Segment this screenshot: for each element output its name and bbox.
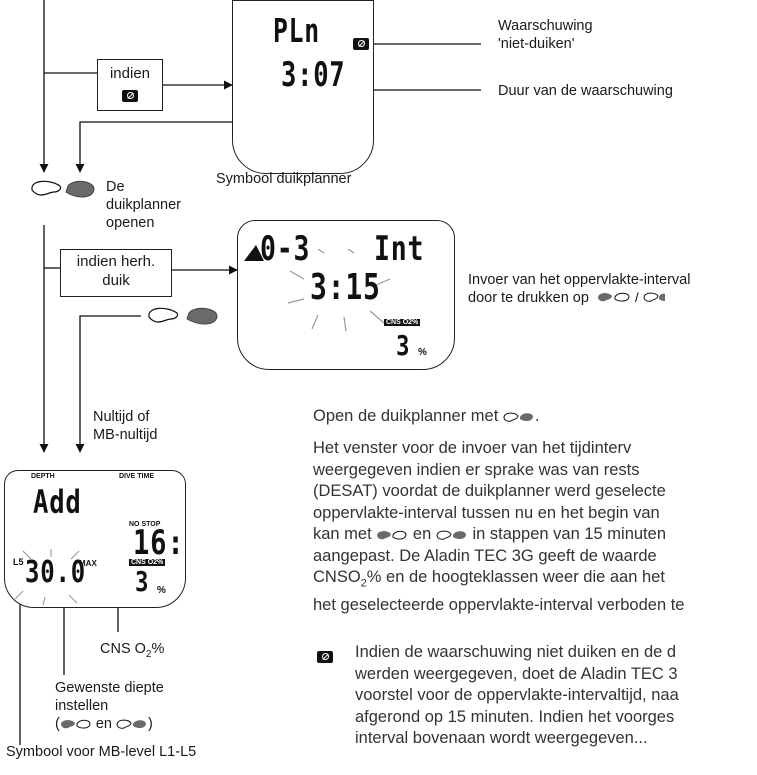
- right-button-icon: [187, 308, 217, 324]
- open-label-1: De: [106, 178, 125, 196]
- cns-value: 3: [396, 329, 410, 362]
- button-combo-icons: [503, 411, 535, 423]
- svg-text:/: /: [635, 291, 639, 305]
- mb-level-symbol-label: Symbool voor MB-level L1-L5: [6, 743, 196, 761]
- left-button-icon: [504, 413, 518, 421]
- left-button-icon: [32, 181, 61, 195]
- left-button-icon: [61, 720, 75, 728]
- desired-depth-2: instellen: [55, 697, 108, 715]
- surface-interval-note-2: door te drukken op /: [468, 289, 665, 307]
- desired-depth-3: ( en ): [55, 715, 153, 733]
- nultijd-label-1: Nultijd of: [93, 408, 149, 426]
- no-dive-icon: [122, 90, 138, 102]
- left-button-icon: [644, 293, 658, 301]
- condition-label: duik: [61, 272, 171, 289]
- right-button-icon: [615, 293, 629, 301]
- surface-interval-note-1: Invoer van het oppervlakte-interval: [468, 271, 690, 289]
- cns-label: CNS O2%: [100, 640, 164, 664]
- right-button-icon: [77, 720, 90, 728]
- add-mode: Add: [33, 483, 82, 521]
- planner-symbol-label: Symbool duikplanner: [216, 170, 351, 188]
- cns-value: 3: [135, 565, 149, 598]
- condition-box-nodive: indien: [97, 59, 163, 111]
- open-label-3: openen: [106, 214, 154, 232]
- body-paragraph: Het venster voor de invoer van het tijdi…: [313, 438, 757, 616]
- left-button-icon: [377, 531, 391, 539]
- left-button-icon: [598, 293, 612, 301]
- condition-label: indien herh.: [61, 253, 171, 270]
- right-button-icon: [133, 720, 146, 728]
- button-pair-open: [28, 176, 100, 204]
- right-button-icon: [393, 531, 406, 539]
- button-combo-icons: [116, 718, 148, 730]
- screen-add-dive: DEPTH DIVE TIME Add NO STOP 16: L5 30.0 …: [4, 470, 186, 608]
- dive-time-label: DIVE TIME: [119, 473, 154, 480]
- screen-surface-interval: 0-3 Int 3:15 CNS O2% 3 %: [237, 220, 455, 370]
- button-combo-icons: /: [597, 291, 665, 305]
- right-button-icon: [659, 294, 665, 301]
- condition-label: indien: [98, 65, 162, 82]
- open-label-2: duikplanner: [106, 196, 181, 214]
- warning-paragraph: Indien de waarschuwing niet duiken en de…: [355, 642, 757, 750]
- warning-label-1: Waarschuwing: [498, 17, 593, 35]
- left-button-icon: [437, 531, 451, 539]
- no-dive-icon: [317, 651, 333, 663]
- no-stop-value: 16:: [133, 523, 185, 563]
- button-combo-icons: [376, 529, 408, 541]
- left-button-icon: [149, 308, 178, 322]
- warning-duration: 3:07: [281, 55, 345, 95]
- depth-label: DEPTH: [31, 473, 55, 480]
- interval-time: 3:15: [310, 267, 381, 308]
- cns-badge: CNS O2%: [384, 319, 420, 326]
- right-button-icon: [453, 531, 466, 539]
- left-button-icon: [117, 720, 131, 728]
- cns-percent: %: [418, 347, 427, 358]
- duration-label: Duur van de waarschuwing: [498, 82, 673, 100]
- desired-depth-1: Gewenste diepte: [55, 679, 164, 697]
- warning-label-2: 'niet-duiken': [498, 35, 574, 53]
- open-instruction: Open de duikplanner met .: [313, 406, 539, 428]
- right-button-icon: [66, 181, 94, 197]
- button-pair-confirm: [145, 303, 227, 331]
- button-combo-icons: [436, 529, 468, 541]
- nultijd-label-2: MB-nultijd: [93, 426, 157, 444]
- right-button-icon: [520, 413, 533, 421]
- planner-mode: PLn: [273, 11, 320, 50]
- max-label: MAX: [79, 559, 97, 568]
- button-combo-icons: [60, 718, 92, 730]
- cns-percent: %: [157, 585, 166, 596]
- no-dive-icon: [353, 38, 369, 50]
- condition-box-repeat: indien herh. duik: [60, 249, 172, 297]
- screen-planner-warning: PLn 3:07: [232, 0, 374, 174]
- depth-value: 30.0: [25, 555, 86, 590]
